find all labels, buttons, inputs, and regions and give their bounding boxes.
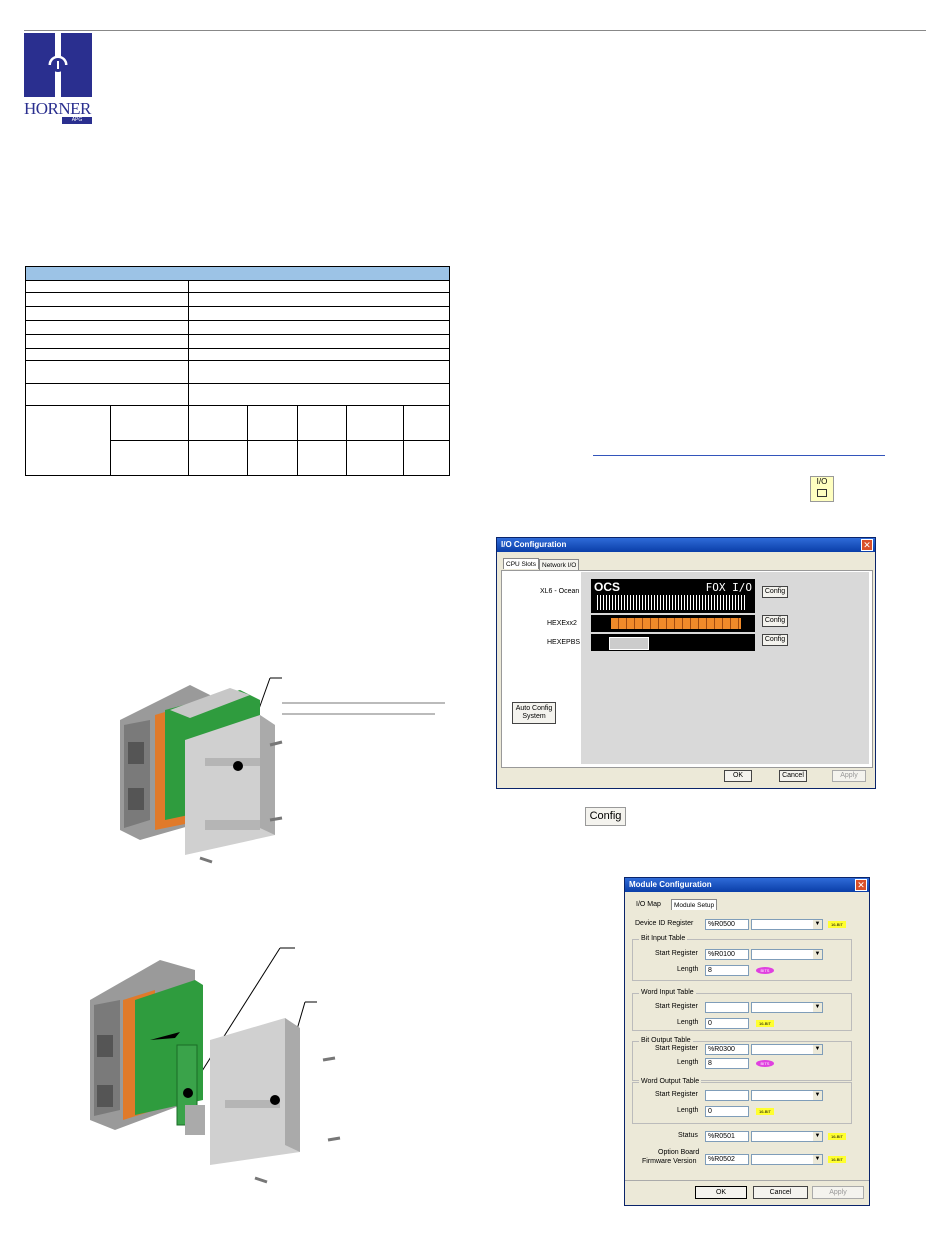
word-output-tag: 16-BIT xyxy=(756,1108,774,1115)
word-output-start-label: Start Register xyxy=(655,1091,698,1098)
word-input-group: Word Input Table xyxy=(632,989,852,1031)
word-input-start-field[interactable] xyxy=(705,1002,749,1013)
device-exploded-view-2 xyxy=(85,940,355,1190)
top-rule xyxy=(24,30,926,31)
bit-output-start-field[interactable]: %R0300 xyxy=(705,1044,749,1055)
word-input-combo[interactable]: ▼ xyxy=(751,1002,823,1013)
device-id-tag: 16-BIT xyxy=(828,921,846,928)
io-config-icon[interactable]: I/O xyxy=(810,476,834,502)
word-input-length-label: Length xyxy=(677,1019,699,1026)
word-output-combo[interactable]: ▼ xyxy=(751,1090,823,1101)
bit-input-length-label: Length xyxy=(677,966,699,973)
logo-sub: APG xyxy=(62,117,92,124)
dropdown-arrow-icon[interactable]: ▼ xyxy=(813,1003,822,1012)
close-icon[interactable]: ✕ xyxy=(855,879,867,891)
dropdown-arrow-icon[interactable]: ▼ xyxy=(813,1045,822,1054)
bit-input-tag: BITS xyxy=(756,967,774,974)
module-window-title: Module Configuration xyxy=(625,878,869,892)
io-window-title: I/O Configuration xyxy=(497,538,875,552)
config-button-1[interactable]: Config xyxy=(762,586,788,598)
device-id-label: Device ID Register xyxy=(635,920,694,927)
banner-right: FOX I/O xyxy=(705,581,752,594)
horner-logo: HORNER APG xyxy=(24,33,94,124)
word-output-title: Word Output Table xyxy=(639,1078,702,1085)
slot-label-1: XL6 - Ocean xyxy=(540,588,580,595)
apply-button[interactable]: Apply xyxy=(832,770,866,782)
word-output-length-label: Length xyxy=(677,1107,699,1114)
firmware-tag: 16-BIT xyxy=(828,1156,846,1163)
dropdown-arrow-icon[interactable]: ▼ xyxy=(813,950,822,959)
word-input-length-field[interactable]: 0 xyxy=(705,1018,749,1029)
hyperlink-underline[interactable] xyxy=(593,455,885,456)
ocs-banner: OCS FOX I/O xyxy=(591,579,755,613)
word-output-start-field[interactable] xyxy=(705,1090,749,1101)
device-id-combo[interactable]: ▼ xyxy=(751,919,823,930)
ok-button[interactable]: OK xyxy=(695,1186,747,1199)
bit-input-group: Bit Input Table xyxy=(632,935,852,981)
dropdown-arrow-icon[interactable]: ▼ xyxy=(813,1155,822,1164)
hexepbs-connector xyxy=(591,634,755,651)
config-button-2[interactable]: Config xyxy=(762,615,788,627)
button-divider xyxy=(625,1180,869,1181)
slot-label-2: HEXExx2 xyxy=(547,620,577,627)
bit-input-length-field[interactable]: 8 xyxy=(705,965,749,976)
tab-network-io[interactable]: Network I/O xyxy=(539,559,580,570)
config-button-sample[interactable]: Config xyxy=(585,807,626,826)
bit-input-start-field[interactable]: %R0100 xyxy=(705,949,749,960)
device-exploded-view-1 xyxy=(110,670,450,870)
tab-io-map[interactable]: I/O Map xyxy=(636,901,661,908)
bit-output-combo[interactable]: ▼ xyxy=(751,1044,823,1055)
cancel-button[interactable]: Cancel xyxy=(753,1186,808,1199)
auto-config-button[interactable]: Auto Config System xyxy=(512,702,556,724)
tab-module-setup[interactable]: Module Setup xyxy=(671,899,718,910)
module-configuration-window: Module Configuration ✕ I/O Map Module Se… xyxy=(624,877,870,1206)
spec-table xyxy=(25,266,450,476)
bit-input-start-label: Start Register xyxy=(655,950,698,957)
word-output-group: Word Output Table xyxy=(632,1078,852,1124)
bit-output-tag: BITS xyxy=(756,1060,774,1067)
bit-output-start-label: Start Register xyxy=(655,1045,698,1052)
firmware-combo[interactable]: ▼ xyxy=(751,1154,823,1165)
status-tag: 16-BIT xyxy=(828,1133,846,1140)
logo-mark xyxy=(24,33,92,97)
word-output-length-field[interactable]: 0 xyxy=(705,1106,749,1117)
ok-button[interactable]: OK xyxy=(724,770,752,782)
hexexx2-terminal-strip xyxy=(591,615,755,632)
firmware-label-1: Option Board xyxy=(658,1149,700,1156)
io-configuration-window: I/O Configuration ✕ CPU Slots Network I/… xyxy=(496,537,876,789)
tab-cpu-slots[interactable]: CPU Slots xyxy=(503,558,539,569)
config-button-3[interactable]: Config xyxy=(762,634,788,646)
bit-output-title: Bit Output Table xyxy=(639,1037,693,1044)
bit-output-length-field[interactable]: 8 xyxy=(705,1058,749,1069)
word-input-tag: 16-BIT xyxy=(756,1020,774,1027)
close-icon[interactable]: ✕ xyxy=(861,539,873,551)
status-combo[interactable]: ▼ xyxy=(751,1131,823,1142)
firmware-field[interactable]: %R0502 xyxy=(705,1154,749,1165)
dropdown-arrow-icon[interactable]: ▼ xyxy=(813,1132,822,1141)
bit-output-group: Bit Output Table xyxy=(632,1037,852,1081)
status-label: Status xyxy=(678,1132,698,1139)
apply-button[interactable]: Apply xyxy=(812,1186,864,1199)
bit-input-title: Bit Input Table xyxy=(639,935,688,942)
bit-input-combo[interactable]: ▼ xyxy=(751,949,823,960)
banner-left: OCS xyxy=(594,580,621,594)
cancel-button[interactable]: Cancel xyxy=(779,770,807,782)
bit-output-length-label: Length xyxy=(677,1059,699,1066)
status-field[interactable]: %R0501 xyxy=(705,1131,749,1142)
dropdown-arrow-icon[interactable]: ▼ xyxy=(813,1091,822,1100)
word-input-start-label: Start Register xyxy=(655,1003,698,1010)
word-input-title: Word Input Table xyxy=(639,989,696,996)
table-header xyxy=(26,267,449,281)
firmware-label-2: Firmware Version xyxy=(642,1158,697,1165)
io-button-label: I/O xyxy=(816,477,828,486)
device-id-field[interactable]: %R0500 xyxy=(705,919,749,930)
slot-label-3: HEXEPBS xyxy=(547,639,581,646)
dropdown-arrow-icon[interactable]: ▼ xyxy=(813,920,822,929)
logo-word: HORNER xyxy=(24,99,91,118)
